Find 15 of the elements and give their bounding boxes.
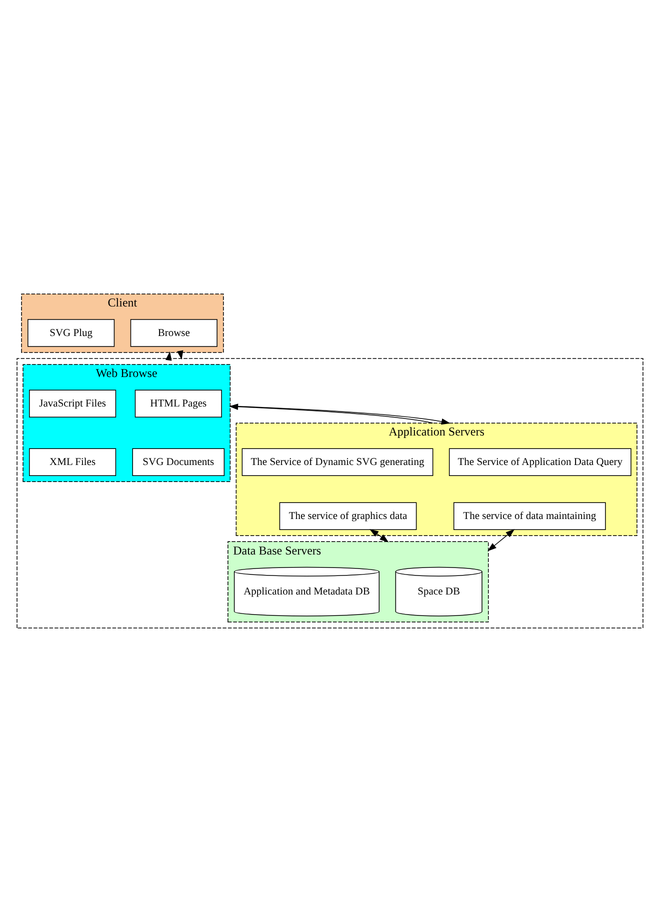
arrow: [230, 406, 450, 425]
node-box: The service of data maintaining: [453, 502, 606, 530]
node-box: SVG Plug: [28, 319, 115, 347]
node-box: The Service of Dynamic SVG generating: [242, 448, 434, 476]
node-box: Browse: [130, 319, 218, 347]
node-box: XML Files: [29, 448, 116, 476]
cluster: [16, 358, 644, 628]
node-box: The Service of Application Data Query: [448, 448, 632, 476]
node-box: SVG Documents: [132, 448, 225, 476]
node-box: The service of graphics data: [279, 502, 417, 530]
node-box: HTML Pages: [134, 390, 222, 418]
arrow: [370, 529, 389, 542]
arrow: [487, 529, 515, 552]
node-box: JavaScript Files: [29, 390, 116, 418]
arrow: [229, 404, 434, 424]
